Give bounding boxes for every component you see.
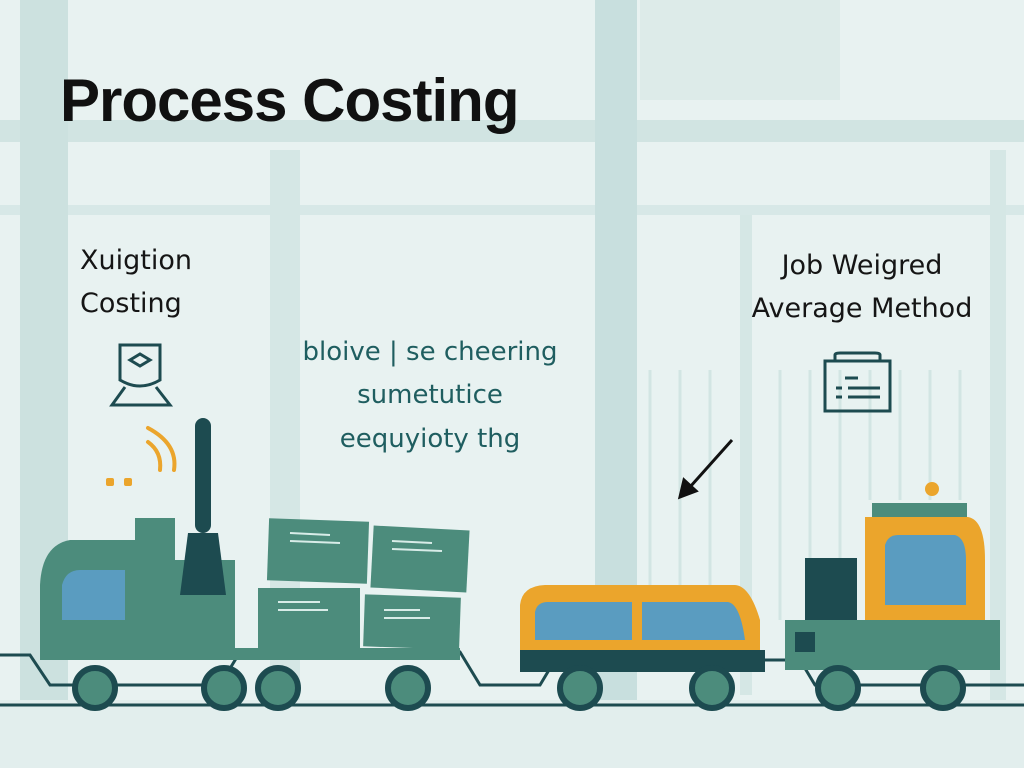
page-title: Process Costing — [60, 67, 519, 134]
indicator-dot — [124, 478, 132, 486]
left-truck — [40, 418, 460, 660]
shield-badge-icon — [109, 343, 174, 407]
right-truck — [785, 482, 1000, 670]
indicator-dot — [106, 478, 114, 486]
middle-text-line1: bloive | se cheering — [302, 337, 558, 367]
left-label-line1: Xuigtion — [80, 245, 192, 276]
wheels — [72, 665, 966, 711]
middle-text-line2: sumetutice — [357, 380, 503, 410]
middle-text-line3: eequyioty thg — [339, 424, 521, 454]
right-label-line1: Job Weigred — [781, 250, 943, 281]
orange-van — [520, 585, 765, 672]
clipboard-list-icon — [823, 351, 892, 413]
right-label-line2: Average Method — [751, 293, 973, 324]
left-label-line2: Costing — [80, 288, 182, 319]
signal-icon — [146, 426, 177, 472]
arrow-icon — [677, 439, 734, 500]
cargo-boxes — [258, 518, 470, 650]
